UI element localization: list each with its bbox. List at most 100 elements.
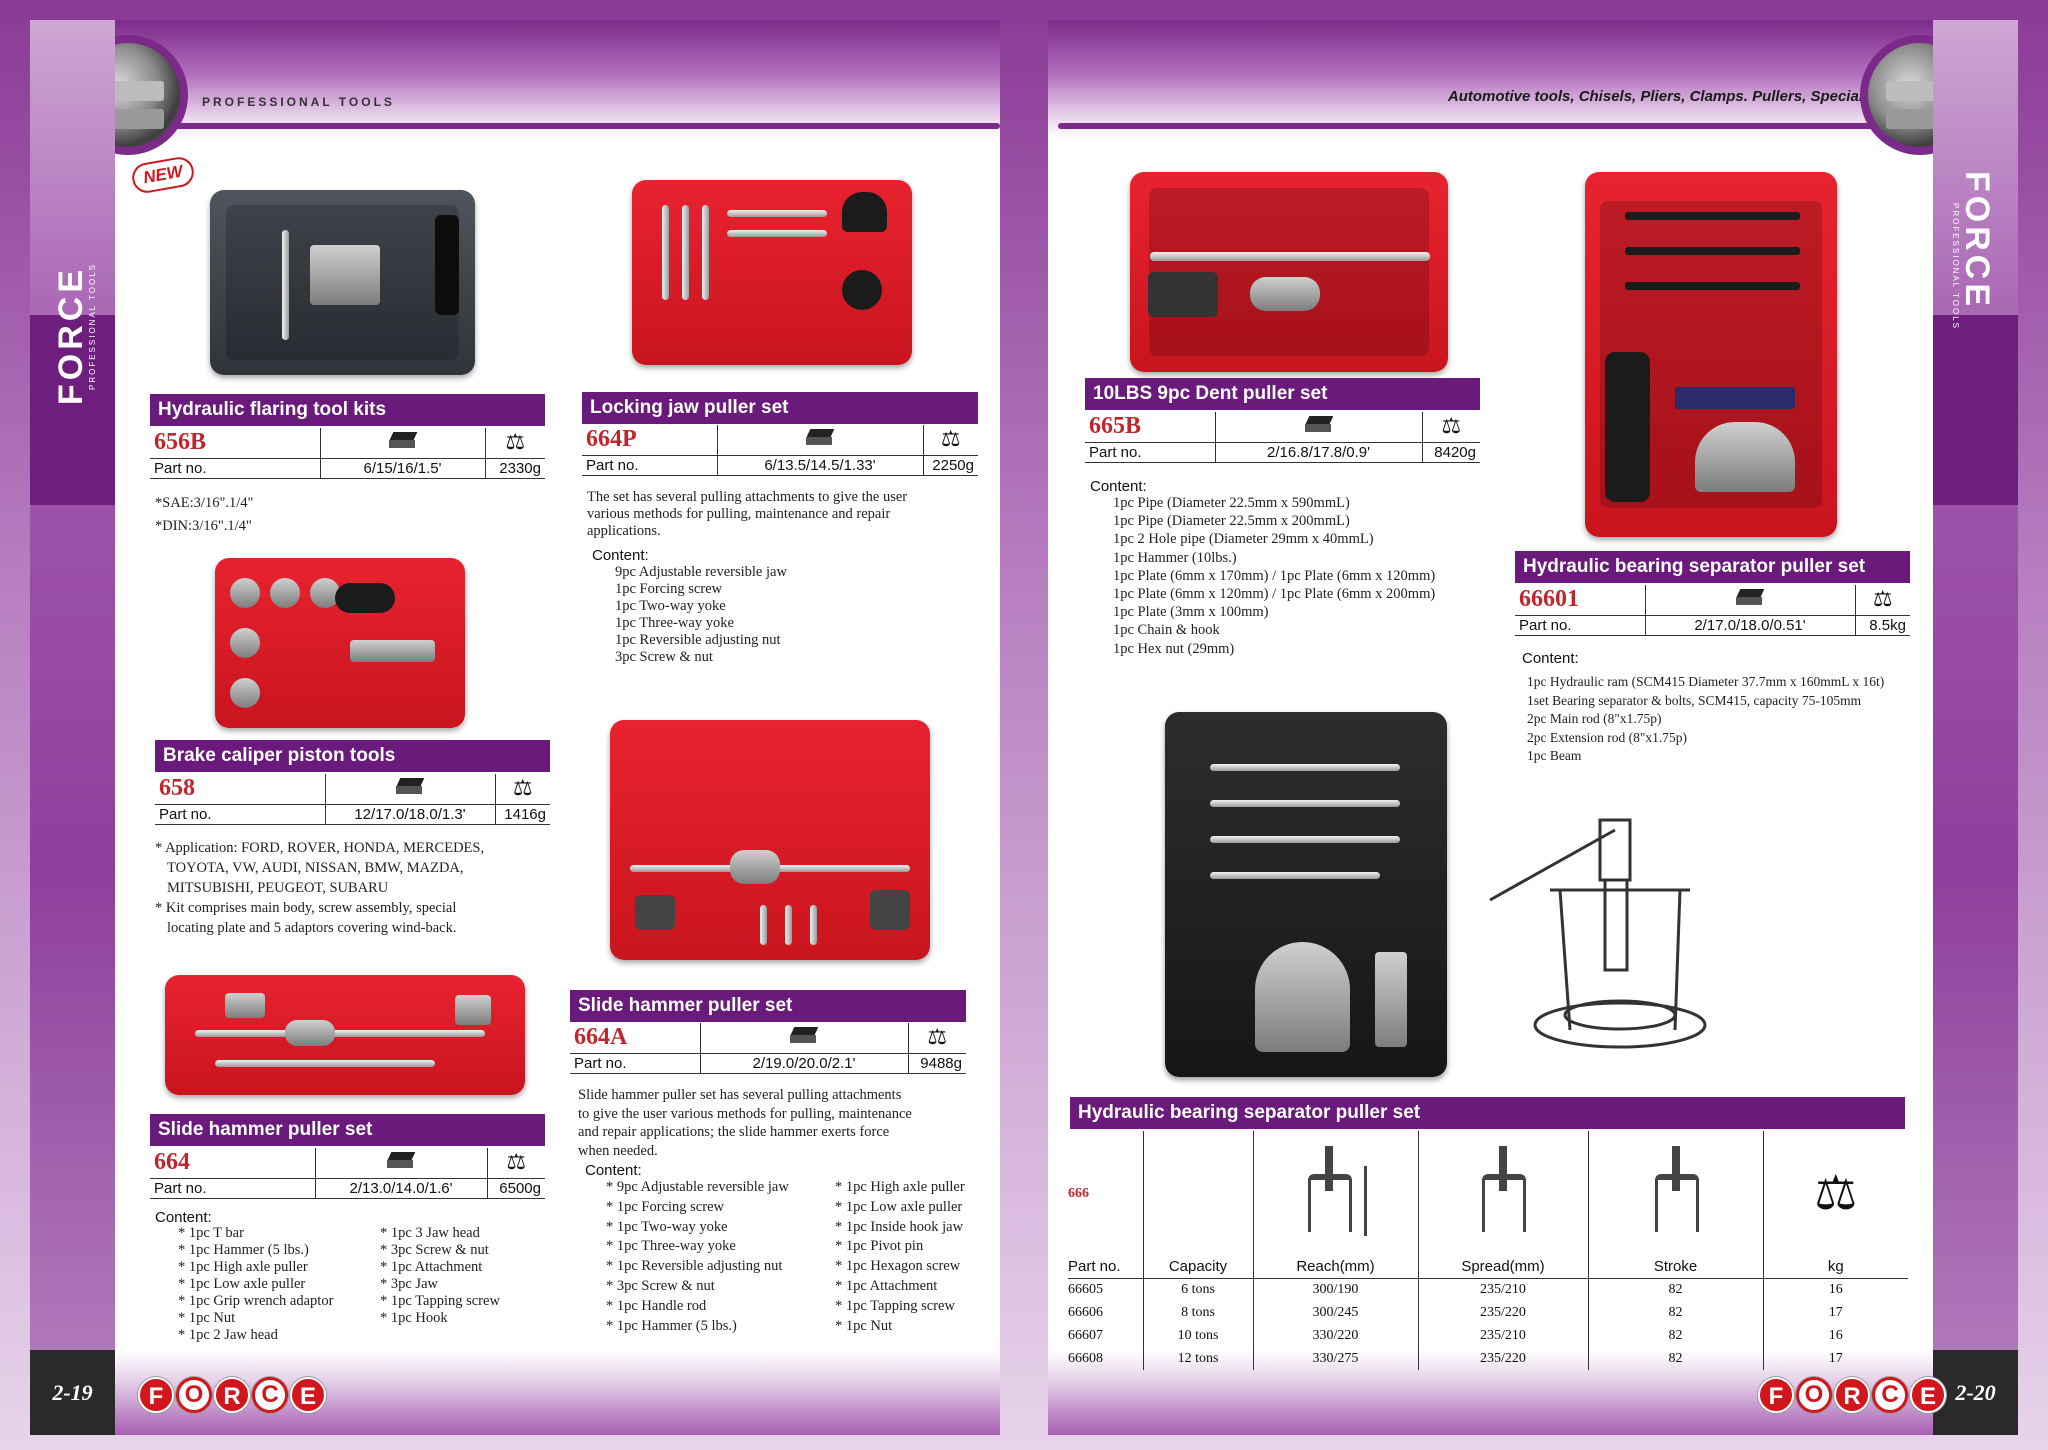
cell: 16: [1762, 1324, 1908, 1347]
cell: 12 tons: [1142, 1347, 1253, 1370]
logo-letter: O: [176, 1377, 212, 1413]
content-item: * 1pc Nut: [835, 1317, 893, 1334]
cell: 235/210: [1417, 1324, 1588, 1347]
logo-letter: C: [252, 1377, 288, 1413]
content-item: 1pc Plate (6mm x 170mm) / 1pc Plate (6mm…: [1113, 567, 1436, 584]
rod: [810, 905, 817, 945]
part-no-label: Part no.: [582, 455, 717, 476]
product-image-664p: [632, 180, 912, 365]
part-code: 664P: [582, 425, 717, 456]
rod: [702, 205, 709, 300]
content-item: 1pc Hydraulic ram (SCM415 Diameter 37.7m…: [1527, 674, 1885, 689]
hammer: [730, 850, 780, 884]
reach-icon: [1304, 1146, 1354, 1236]
scale-icon: ⚖: [1872, 586, 1893, 612]
product-image-664: [165, 975, 525, 1095]
top-band: [30, 20, 1000, 140]
note-line: MITSUBISHI, PEUGEOT, SUBARU: [167, 880, 389, 896]
title-666: Hydraulic bearing separator puller set: [1070, 1097, 1905, 1129]
cell: 10 tons: [1142, 1324, 1253, 1347]
packing: 2/16.8/17.8/0.9': [1214, 442, 1422, 463]
content-list-66601: 1pc Hydraulic ram (SCM415 Diameter 37.7m…: [1527, 673, 1884, 766]
content-item: * 1pc Forcing screw: [606, 1198, 724, 1215]
yoke: [842, 270, 882, 310]
content-item: 1pc Three-way yoke: [615, 615, 734, 631]
header-right-text: Automotive tools, Chisels, Pliers, Clamp…: [1447, 88, 1903, 105]
desc-line: The set has several pulling attachments …: [587, 489, 908, 505]
force-logo: F O R C E: [1758, 1377, 1946, 1413]
content-item: * 1pc 3 Jaw head: [380, 1225, 480, 1241]
logo-letter: R: [1834, 1377, 1870, 1413]
packing: 6/13.5/14.5/1.33': [716, 455, 923, 476]
title-656b: Hydraulic flaring tool kits: [150, 394, 545, 426]
cell: 330/220: [1252, 1324, 1418, 1347]
content-item: * 1pc Nut: [178, 1310, 236, 1326]
cell: 66606: [1068, 1304, 1103, 1320]
note-line: * Application: FORD, ROVER, HONDA, MERCE…: [155, 840, 485, 856]
rod: [1625, 212, 1800, 220]
content-item: * 1pc Hammer (5 lbs.): [178, 1242, 309, 1258]
content-item: 2pc Main rod (8"x1.75p): [1527, 711, 1662, 726]
rod: [282, 230, 289, 340]
content-item: * 1pc Reversible adjusting nut: [606, 1258, 783, 1275]
carton-icon: [385, 1150, 417, 1170]
content-item: * 1pc High axle puller: [835, 1179, 965, 1195]
logo-letter: R: [214, 1377, 250, 1413]
slide-rod: [1150, 252, 1430, 261]
content-item: * 1pc Inside hook jaw: [835, 1218, 964, 1235]
content-list-664-col2: * 1pc 3 Jaw head * 3pc Screw & nut * 1pc…: [380, 1225, 500, 1327]
spec-table-664a: 664A ⚖ Part no. 2/19.0/20.0/2.1' 9488g: [570, 1023, 966, 1074]
top-band: [1048, 20, 2018, 140]
desc-664a: Slide hammer puller set has several pull…: [578, 1086, 912, 1160]
packing: 2/13.0/14.0/1.6': [314, 1178, 487, 1199]
desc-line: Slide hammer puller set has several pull…: [578, 1087, 902, 1103]
cell: 17: [1762, 1347, 1908, 1370]
content-item: * 1pc Pivot pin: [835, 1238, 924, 1255]
scale-icon: ⚖: [1814, 1166, 1858, 1220]
weight: 9488g: [907, 1053, 966, 1074]
desc-line: various methods for pulling, maintenance…: [587, 506, 891, 522]
adaptor: [270, 578, 300, 608]
part-no-label: Part no.: [1515, 615, 1645, 636]
hydraulic-ram: [1375, 952, 1407, 1047]
part-no-label: Part no.: [155, 804, 325, 825]
col-header: Stroke: [1587, 1256, 1763, 1279]
product-image-656b: [210, 190, 475, 375]
logo-letter: E: [1910, 1377, 1946, 1413]
side-brand: FORCE: [1958, 171, 1996, 310]
content-item: * 1pc Three-way yoke: [606, 1238, 736, 1255]
weight: 6500g: [486, 1178, 545, 1199]
separator: [1695, 422, 1795, 492]
cell: 66607: [1068, 1327, 1103, 1343]
header-left-text: PROFESSIONAL TOOLS: [202, 95, 395, 109]
content-label: Content:: [1090, 478, 1147, 495]
jaw-head: [870, 890, 910, 930]
stroke-icon: [1651, 1146, 1701, 1236]
scale-icon: ⚖: [512, 775, 533, 801]
content-list-665b: 1pc Pipe (Diameter 22.5mm x 590mmL) 1pc …: [1113, 494, 1435, 658]
part-code: 656B: [150, 428, 320, 459]
note-line: *DIN:3/16".1/4": [155, 518, 252, 534]
scale-icon: ⚖: [1441, 413, 1462, 439]
handle: [435, 215, 459, 315]
cell: 300/190: [1252, 1278, 1418, 1301]
rod: [1625, 247, 1800, 255]
col-header: Capacity: [1142, 1256, 1253, 1279]
puller-drawing: [1489, 818, 1707, 1049]
product-image-658: [215, 558, 465, 728]
table-row: 66605 6 tons 300/190 235/210 82 16: [1068, 1278, 1908, 1301]
spec-table-664p: 664P ⚖ Part no. 6/13.5/14.5/1.33' 2250g: [582, 425, 978, 476]
cell: 82: [1587, 1278, 1763, 1301]
desc-664p: The set has several pulling attachments …: [587, 489, 907, 540]
part-code: 66601: [1515, 585, 1645, 616]
logo-letter: O: [1796, 1377, 1832, 1413]
content-label: Content:: [155, 1209, 212, 1226]
carton-icon: [1734, 587, 1766, 607]
cell: 82: [1587, 1324, 1763, 1347]
rod: [785, 905, 792, 945]
content-item: * 1pc Two-way yoke: [606, 1218, 728, 1235]
logo-letter: C: [1872, 1377, 1908, 1413]
packing: 6/15/16/1.5': [319, 458, 485, 479]
part-code: 664A: [570, 1023, 700, 1054]
logo-letter: F: [138, 1377, 174, 1413]
